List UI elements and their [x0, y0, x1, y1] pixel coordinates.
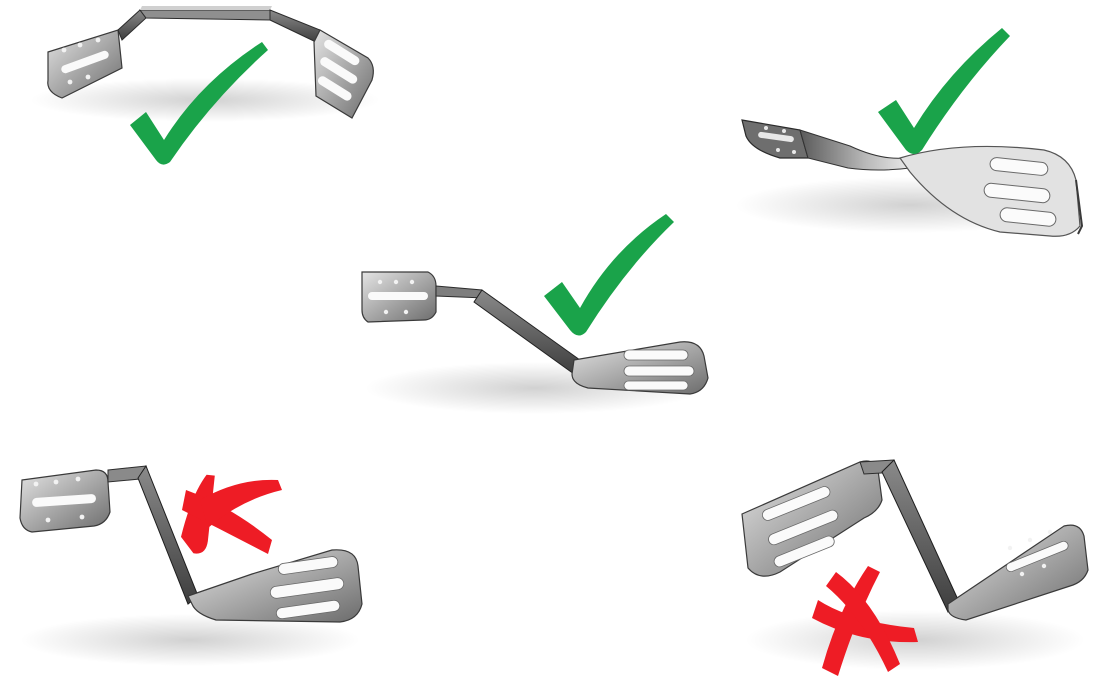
- bracket-1: [30, 6, 380, 122]
- checkmark-icon: [878, 28, 1010, 154]
- cross-icon: [180, 474, 282, 554]
- bracket-2: [735, 119, 1085, 237]
- bracket-4: [19, 464, 363, 666]
- checkmark-icon: [544, 214, 674, 336]
- cross-icon: [812, 566, 918, 676]
- checkmark-icon: [130, 42, 268, 165]
- bracket-3: [361, 271, 709, 414]
